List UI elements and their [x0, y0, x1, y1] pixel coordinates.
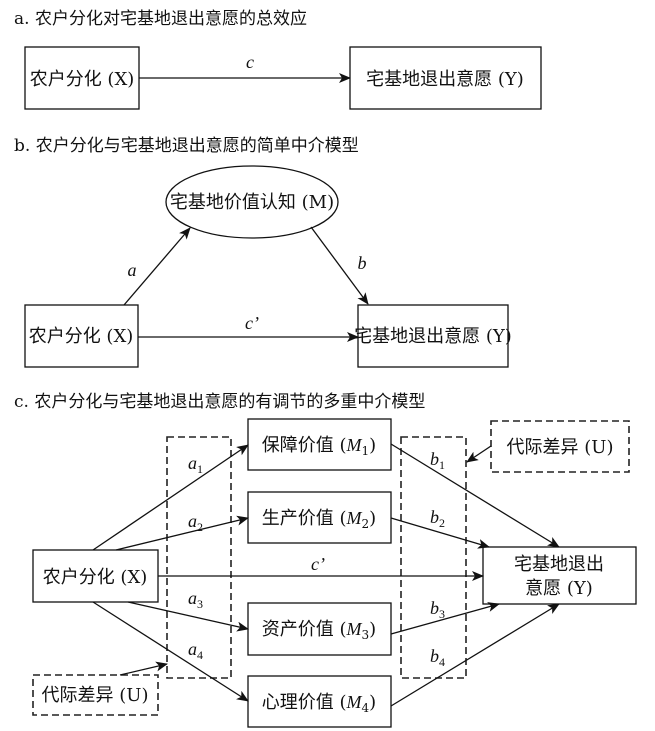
- panel-b-node-m: 宅基地价值认知 (M): [165, 165, 339, 239]
- mediator-label: 保障价值 (M1): [262, 435, 376, 458]
- edge-b4: [390, 603, 560, 707]
- mediator-box: [247, 675, 392, 728]
- edge-a4: [92, 601, 249, 702]
- panel-b-node-x: 农户分化 (X): [24, 304, 139, 368]
- edge-a: [123, 227, 191, 306]
- edge-b1: [390, 443, 560, 548]
- edge-a2-label: a2: [188, 511, 203, 534]
- node-x-box: [24, 46, 140, 110]
- panel-c-node-x: 农户分化 (X): [32, 549, 159, 603]
- panel-a-node-y: 宅基地退出意愿 (Y): [349, 46, 542, 110]
- mediator-label: 资产价值 (M3): [262, 619, 376, 642]
- moderation-arrow-left: [119, 661, 168, 676]
- panel-b-title: b. 农户分化与宅基地退出意愿的简单中介模型: [14, 136, 359, 156]
- a-path-moderation-region: [166, 436, 232, 679]
- edge-b2: [390, 517, 490, 549]
- mediator-box: [247, 491, 392, 544]
- mediator-m4: 心理价值 (M4): [247, 675, 392, 728]
- panel-a-title: a. 农户分化对宅基地退出意愿的总效应: [14, 9, 307, 29]
- panel-c-node-y: 宅基地退出 意愿 (Y): [482, 546, 637, 605]
- moderator-left: 代际差异 (U): [32, 674, 159, 716]
- moderator-label: 代际差异 (U): [507, 437, 614, 458]
- node-x-label: 农户分化 (X): [43, 567, 148, 588]
- mediator-box: [247, 418, 392, 471]
- mediator-box: [247, 602, 392, 656]
- node-m-ellipse: [165, 165, 339, 239]
- moderator-box: [32, 674, 159, 716]
- edge-a2: [115, 515, 249, 551]
- node-y-box: [349, 46, 542, 110]
- edge-b3: [390, 602, 500, 635]
- edge-c-prime-label: c’: [311, 554, 325, 574]
- node-x-label: 农户分化 (X): [29, 326, 134, 347]
- edge-b3-label: b3: [430, 598, 445, 621]
- node-x-label: 农户分化 (X): [30, 69, 135, 90]
- node-m-label: 宅基地价值认知 (M): [170, 192, 334, 213]
- panel-b-node-y: 宅基地退出意愿 (Y): [354, 304, 512, 368]
- mediator-m1: 保障价值 (M1): [247, 418, 392, 471]
- moderator-label: 代际差异 (U): [42, 685, 149, 706]
- edge-b: [310, 226, 369, 305]
- edge-a-label: a: [128, 260, 137, 280]
- node-y-label-line2: 意愿 (Y): [525, 578, 593, 599]
- edge-c-prime-label: c’: [245, 313, 259, 333]
- mediator-label: 心理价值 (M4): [262, 692, 376, 715]
- node-x-box: [24, 304, 139, 368]
- node-y-label-line1: 宅基地退出: [514, 554, 604, 575]
- node-y-label: 宅基地退出意愿 (Y): [354, 326, 512, 347]
- edge-a3: [127, 601, 249, 632]
- mediator-m3: 资产价值 (M3): [247, 602, 392, 656]
- edge-a3-label: a3: [188, 588, 203, 611]
- edge-b2-label: b2: [430, 507, 445, 530]
- panel-b: b. 农户分化与宅基地退出意愿的简单中介模型 宅基地价值认知 (M) 农户分化 …: [14, 136, 512, 368]
- moderator-right: 代际差异 (U): [490, 420, 630, 473]
- panel-c-title: c. 农户分化与宅基地退出意愿的有调节的多重中介模型: [14, 392, 425, 412]
- mediator-label: 生产价值 (M2): [262, 508, 376, 531]
- node-x-box: [32, 549, 159, 603]
- edge-b4-label: b4: [430, 646, 445, 669]
- panel-c: c. 农户分化与宅基地退出意愿的有调节的多重中介模型 农户分化 (X) 宅基地退…: [14, 392, 637, 728]
- panel-a-node-x: 农户分化 (X): [24, 46, 140, 110]
- node-y-label: 宅基地退出意愿 (Y): [366, 69, 524, 90]
- edge-a1-label: a1: [188, 453, 203, 476]
- mediator-m2: 生产价值 (M2): [247, 491, 392, 544]
- moderation-arrow-right: [466, 445, 492, 463]
- edge-b1-label: b1: [430, 449, 445, 472]
- edge-a4-label: a4: [188, 639, 203, 662]
- edge-c-label: c: [246, 52, 254, 72]
- panel-a: a. 农户分化对宅基地退出意愿的总效应 农户分化 (X) c 宅基地退出意愿 (…: [14, 9, 542, 110]
- edge-a1: [92, 444, 249, 551]
- b-path-moderation-region: [400, 436, 467, 679]
- edge-b-label: b: [358, 253, 367, 273]
